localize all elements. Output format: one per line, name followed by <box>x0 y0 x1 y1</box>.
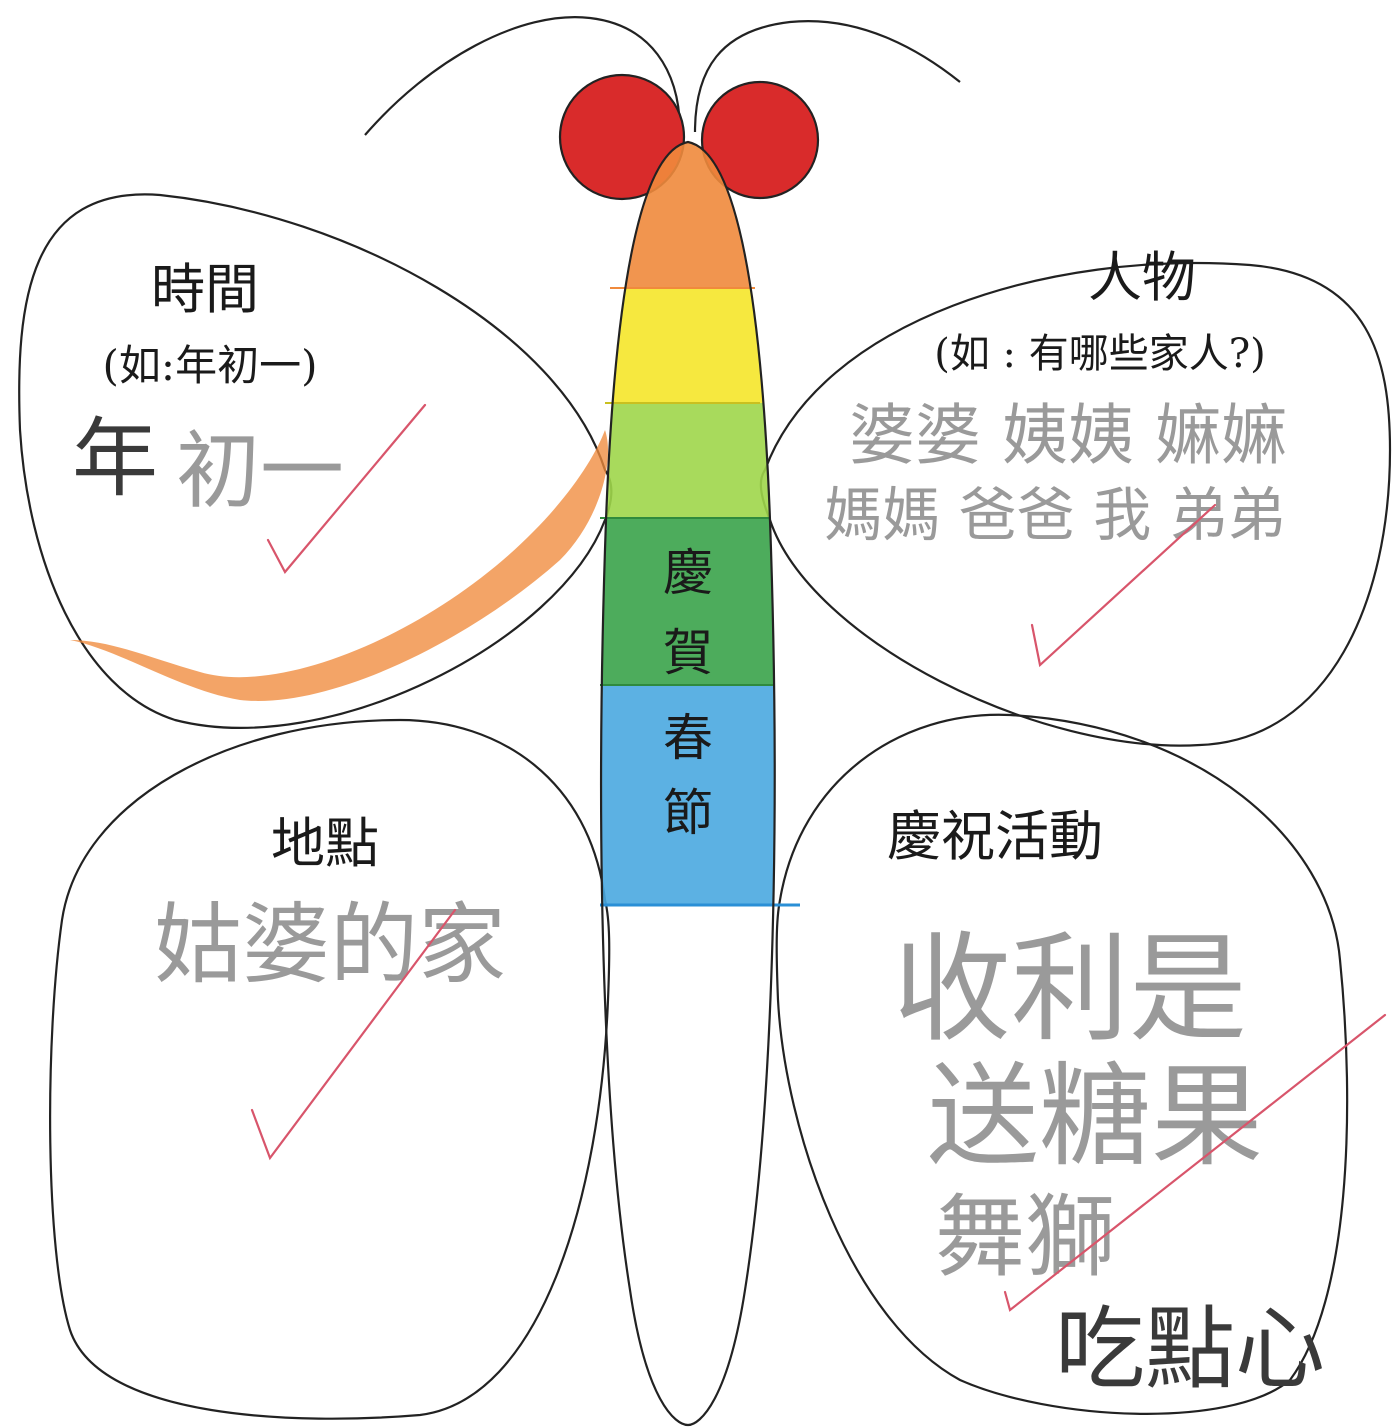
check-mark-icon <box>250 908 457 1161</box>
body-title-char: 賀 <box>663 624 713 682</box>
check-mark-icon <box>1003 1013 1387 1312</box>
activities-answer-line3: 舞獅 <box>935 1185 1115 1290</box>
time-hint: (如:年初一) <box>103 341 318 390</box>
wing-bottom-left <box>49 718 611 1420</box>
butterfly-body <box>599 140 776 1427</box>
left-antenna <box>364 16 682 136</box>
time-title: 時間 <box>151 258 259 321</box>
place-answer: 姑婆的家 <box>154 893 506 996</box>
body-title-char: 春 <box>663 709 713 767</box>
right-eye-icon <box>700 80 820 200</box>
people-title: 人物 <box>1088 246 1196 309</box>
activities-answer-line2: 送糖果 <box>927 1052 1263 1182</box>
activities-title: 慶祝活動 <box>887 805 1103 868</box>
wing-top-left <box>18 193 613 729</box>
people-answer-line1: 婆婆 姨姨 嫲嫲 <box>849 397 1287 474</box>
activities-answer-line1: 收利是 <box>893 920 1247 1058</box>
time-answer-year: 年 <box>72 409 158 509</box>
body-title-char: 慶 <box>663 544 713 602</box>
orange-crayon-stroke <box>70 430 608 701</box>
check-mark-icon <box>266 403 427 574</box>
body-title-char: 節 <box>663 784 713 842</box>
left-eye-icon <box>558 73 686 201</box>
wing-top-right <box>759 261 1392 747</box>
check-mark-icon <box>1030 503 1217 668</box>
activities-answer-line4: 吃點心 <box>1055 1297 1325 1402</box>
people-answer-line2: 媽媽 爸爸 我 弟弟 <box>824 481 1285 549</box>
place-title: 地點 <box>271 812 379 875</box>
people-hint: (如 : 有哪些家人?) <box>934 331 1266 377</box>
right-antenna <box>693 20 961 133</box>
wing-bottom-right <box>775 713 1349 1415</box>
time-answer-day: 初一 <box>176 422 344 520</box>
